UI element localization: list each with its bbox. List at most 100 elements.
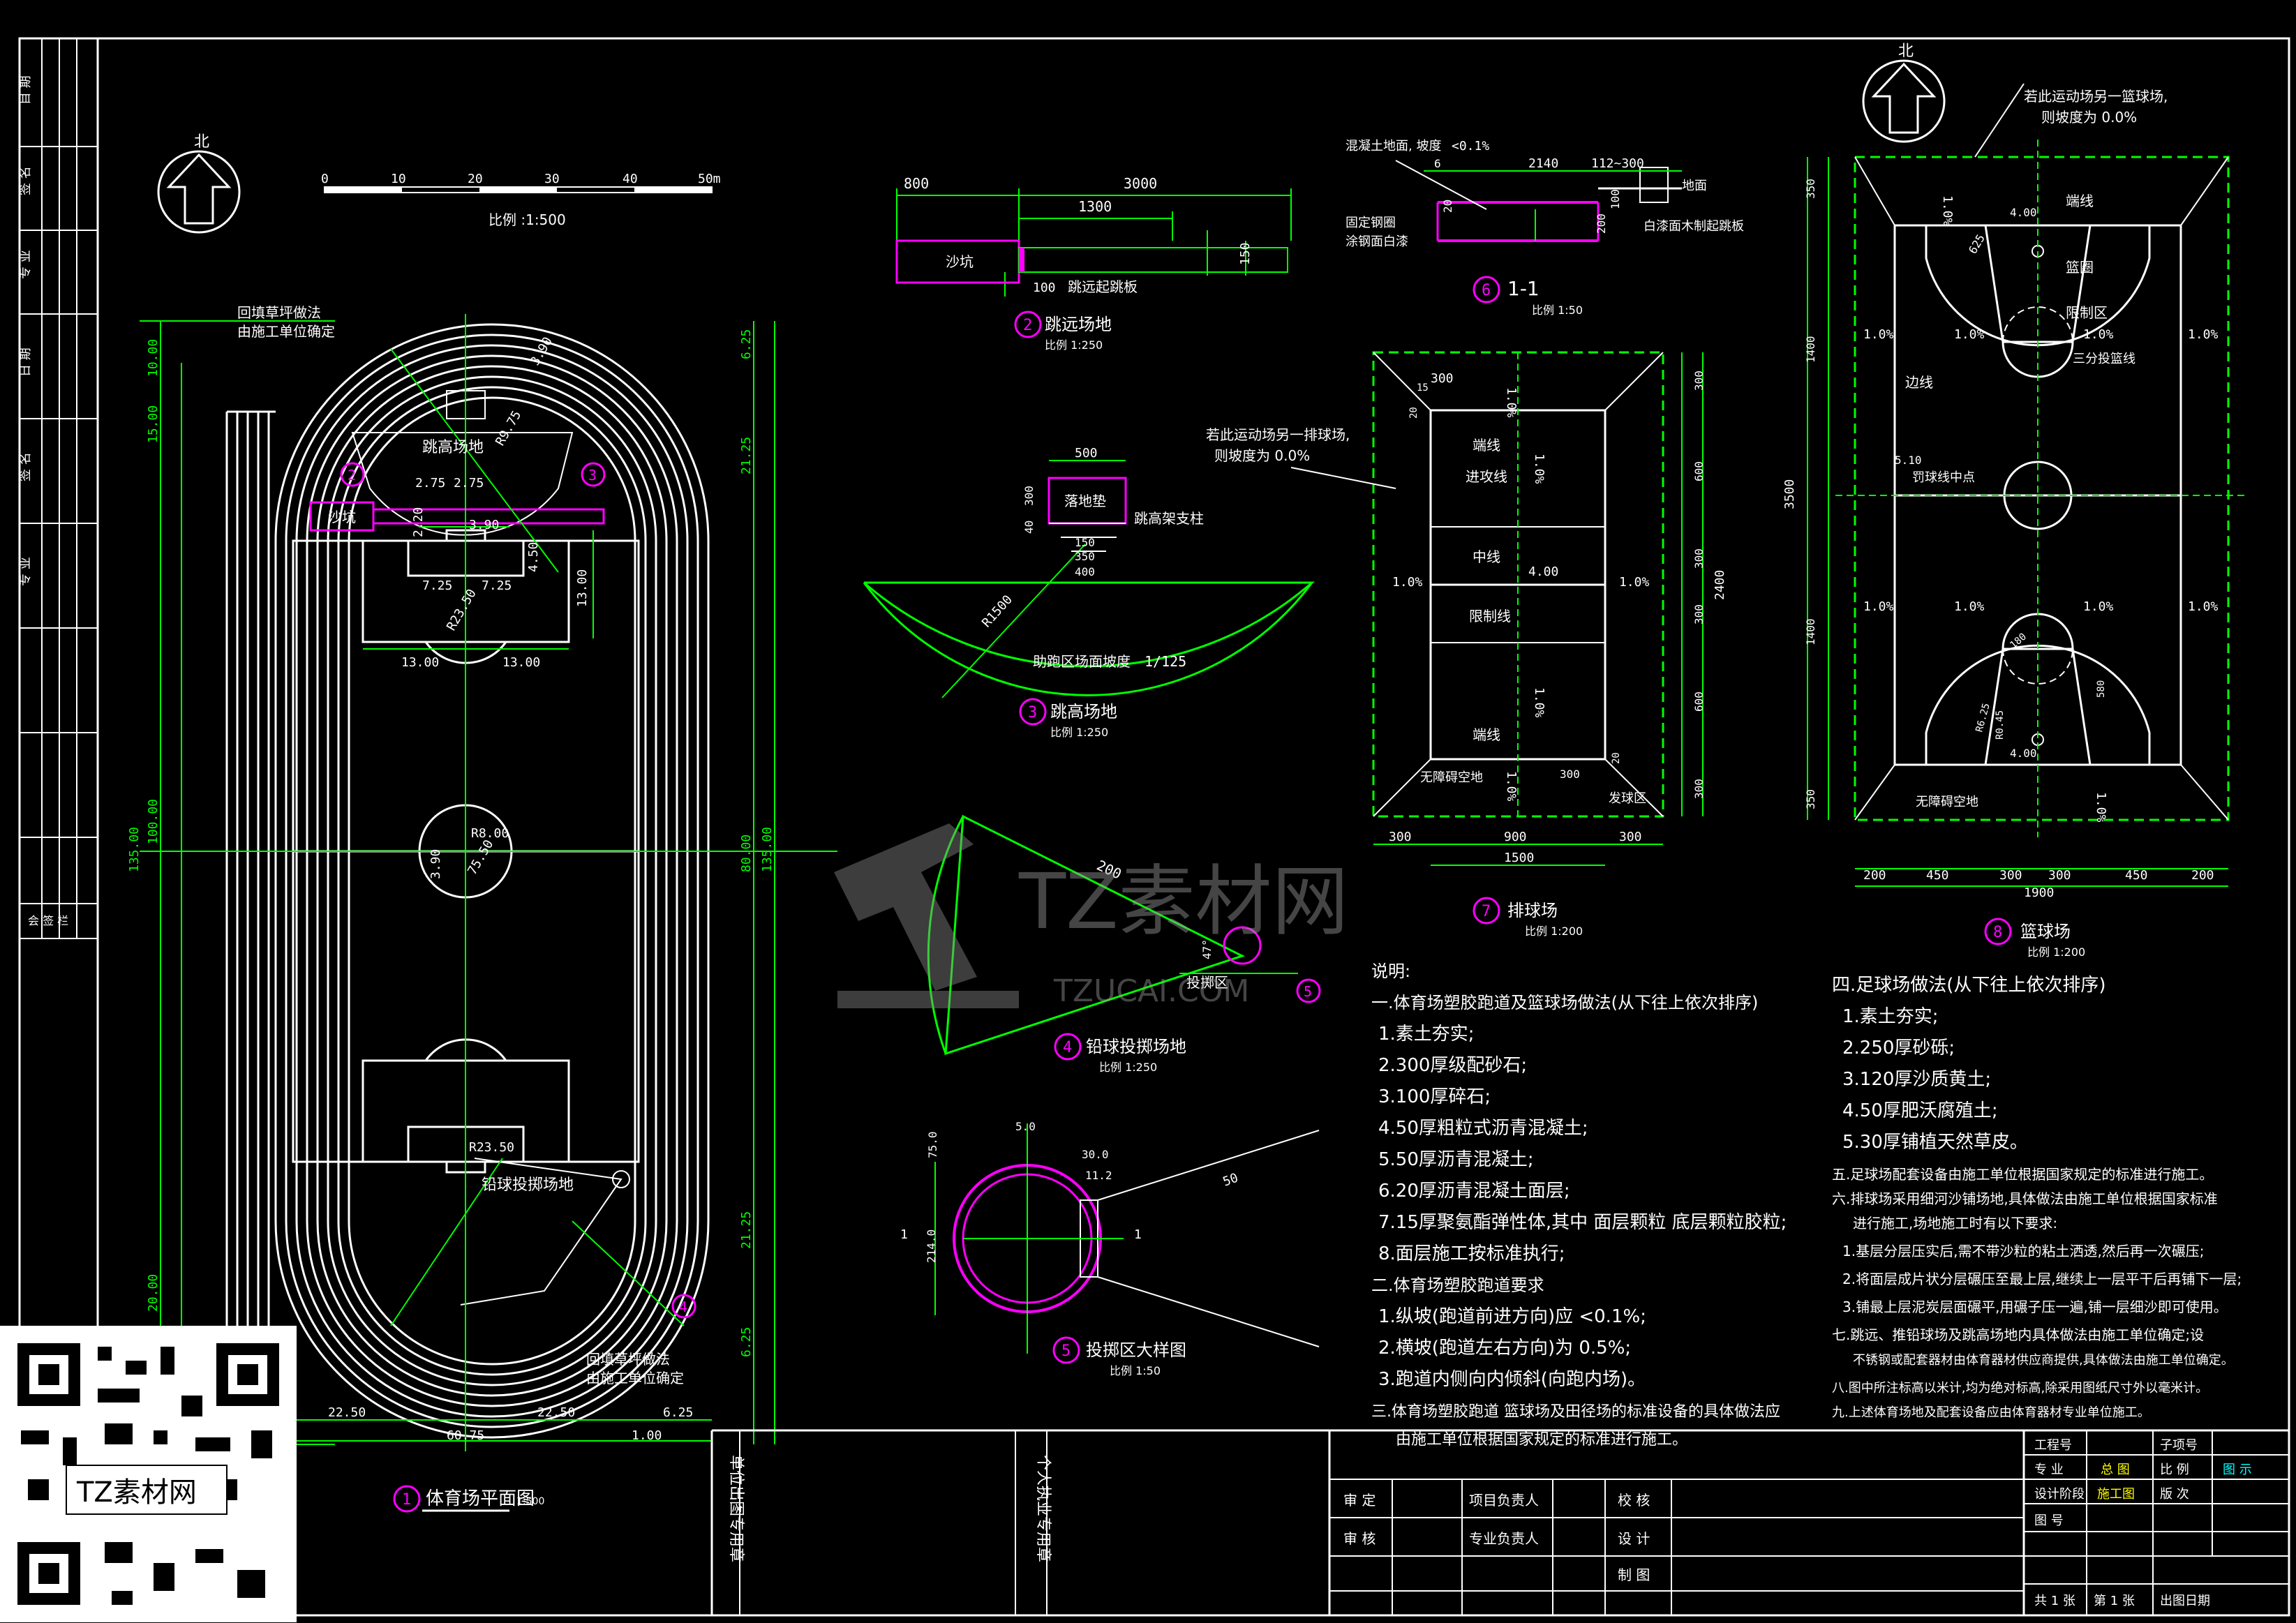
detail-long-jump: 800 3000 1300 100 150 沙坑 跳远起跳板 2 跳远场地 比例…: [895, 175, 1292, 352]
svg-text:30.0: 30.0: [1082, 1148, 1109, 1161]
svg-text:4.00: 4.00: [1528, 564, 1558, 579]
detail-high-jump: 500 300 40 150 350 400 R1500 落地垫 跳高架支柱 助…: [863, 446, 1315, 739]
svg-text:比例 1:200: 比例 1:200: [1525, 925, 1583, 938]
svg-text:3.跑道内侧向内倾斜(向跑内场)。: 3.跑道内侧向内倾斜(向跑内场)。: [1378, 1369, 1646, 1390]
svg-text:二.体育场塑胶跑道要求: 二.体育场塑胶跑道要求: [1371, 1276, 1544, 1295]
svg-text:2.75: 2.75: [454, 476, 484, 491]
svg-text:项目负责人: 项目负责人: [1469, 1492, 1539, 1509]
strip-label: 日 期: [18, 347, 33, 377]
countersign-strip: 目 期 签 名 专 业 日 期 签 名 专 业 会 签 栏: [18, 38, 98, 939]
svg-text:端线: 端线: [1473, 437, 1500, 454]
svg-text:300: 300: [1692, 548, 1706, 569]
svg-text:1.基层分层压实后,需不带沙粒的粘土洒透,然后再一次碾压;: 1.基层分层压实后,需不带沙粒的粘土洒透,然后再一次碾压;: [1842, 1243, 2205, 1259]
svg-text:沙坑: 沙坑: [946, 253, 974, 270]
svg-text:1: 1: [900, 1227, 908, 1242]
svg-text:30: 30: [544, 172, 560, 186]
svg-text:1.素土夯实;: 1.素土夯实;: [1378, 1024, 1475, 1045]
svg-text:一.体育场塑胶跑道及篮球场做法(从下往上依次排序): 一.体育场塑胶跑道及篮球场做法(从下往上依次排序): [1371, 993, 1758, 1012]
svg-text:出图日期: 出图日期: [2160, 1594, 2210, 1608]
svg-text:2.300厚级配砂石;: 2.300厚级配砂石;: [1378, 1055, 1527, 1076]
svg-text:则坡度为 0.0%: 则坡度为 0.0%: [2041, 109, 2137, 126]
svg-text:300: 300: [1560, 768, 1580, 781]
detail-throw-circle: 5.0 75.0 30.0 11.2 214.0 50 1 1 5 投掷区大样图…: [900, 1120, 1320, 1377]
scale-label: 比例 :1:500: [489, 211, 566, 228]
svg-text:限制线: 限制线: [1469, 608, 1511, 624]
svg-text:4.50: 4.50: [526, 542, 541, 572]
svg-text:跳远起跳板: 跳远起跳板: [1068, 278, 1138, 295]
svg-text:跳高场地: 跳高场地: [1050, 702, 1117, 721]
svg-text:篮圈: 篮圈: [2066, 259, 2094, 276]
svg-text:450: 450: [1926, 868, 1949, 883]
svg-text:1.0%: 1.0%: [1532, 687, 1546, 718]
svg-text:1.0%: 1.0%: [1940, 195, 1955, 226]
svg-text:4.50厚粗粒式沥青混凝土;: 4.50厚粗粒式沥青混凝土;: [1378, 1118, 1588, 1139]
svg-text:20.00: 20.00: [146, 1274, 161, 1312]
svg-text:不锈钢或配套器材由体育器材供应商提供,具体做法由施工单位确定: 不锈钢或配套器材由体育器材供应商提供,具体做法由施工单位确定。: [1853, 1353, 2234, 1368]
svg-text:6.25: 6.25: [739, 1327, 754, 1357]
svg-text:子项号: 子项号: [2160, 1438, 2198, 1453]
svg-text:版 次: 版 次: [2160, 1487, 2189, 1502]
svg-text:200: 200: [1863, 868, 1886, 883]
svg-text:1/125: 1/125: [1145, 653, 1186, 670]
svg-text:3.100厚碎石;: 3.100厚碎石;: [1378, 1086, 1491, 1107]
qr-code-icon: TZ素材网: [0, 1326, 297, 1622]
shotput-label: 铅球投掷场地: [482, 1176, 574, 1194]
svg-text:10.00: 10.00: [146, 339, 161, 377]
svg-text:15.00: 15.00: [146, 405, 161, 443]
svg-text:5.50厚沥青混凝土;: 5.50厚沥青混凝土;: [1378, 1149, 1534, 1170]
svg-text:2.将面层成片状分层碾压至最上层,继续上一层平干后再铺下一层: 2.将面层成片状分层碾压至最上层,继续上一层平干后再铺下一层;: [1842, 1271, 2242, 1287]
svg-text:2: 2: [348, 467, 356, 484]
svg-text:7.25: 7.25: [482, 578, 512, 593]
svg-text:1.0%: 1.0%: [2083, 327, 2114, 342]
svg-text:8: 8: [1993, 924, 2002, 941]
site-note-bottom2: 由施工单位确定: [586, 1370, 684, 1386]
svg-text:共 1 张: 共 1 张: [2034, 1594, 2075, 1608]
svg-text:工程号: 工程号: [2034, 1438, 2072, 1453]
site-plan-title: 1 体育场平面图 1:500: [393, 1485, 544, 1513]
svg-text:专 业: 专 业: [2034, 1463, 2064, 1477]
notes-left: 说明: 一.体育场塑胶跑道及篮球场做法(从下往上依次排序) 1.素土夯实; 2.…: [1371, 962, 1787, 1449]
site-callouts: 2 3 4: [340, 462, 696, 1319]
straight-lanes: [225, 410, 276, 1334]
svg-text:设计阶段: 设计阶段: [2034, 1487, 2085, 1502]
svg-text:则坡度为 0.0%: 则坡度为 0.0%: [1214, 447, 1310, 464]
svg-text:7.25: 7.25: [422, 578, 452, 593]
svg-text:580: 580: [2096, 680, 2107, 698]
svg-text:200: 200: [1595, 214, 1608, 234]
svg-text:2.75: 2.75: [415, 476, 445, 491]
svg-text:3: 3: [1028, 704, 1037, 721]
notes-right: 四.足球场做法(从下往上依次排序) 1.素土夯实; 2.250厚砂砾; 3.12…: [1832, 975, 2242, 1420]
svg-text:60.75: 60.75: [447, 1428, 484, 1443]
svg-text:300: 300: [1999, 868, 2022, 883]
svg-text:13.00: 13.00: [502, 655, 540, 670]
watermark: TZ素材网 TZUCAI.COM: [834, 823, 1349, 1009]
svg-text:40: 40: [623, 172, 638, 186]
svg-text:3500: 3500: [1782, 479, 1797, 509]
svg-text:九.上述体育场地及配套设备应由体育器材专业单位施工。: 九.上述体育场地及配套设备应由体育器材专业单位施工。: [1832, 1405, 2150, 1420]
svg-text:三.体育场塑胶跑道 篮球场及田径场的标准设备的具体做法应: 三.体育场塑胶跑道 篮球场及田径场的标准设备的具体做法应: [1371, 1403, 1780, 1421]
detail-section-1-1: 混凝土地面, 坡度 <0.1% 固定钢圈 涂钢面白漆 白漆面木制起跳板 地面 6…: [1345, 139, 1744, 317]
svg-text:6.25: 6.25: [663, 1405, 693, 1420]
site-note-top: 回填草坪做法: [237, 304, 321, 321]
svg-text:校 核: 校 核: [1618, 1492, 1650, 1509]
svg-text:1.0%: 1.0%: [1504, 771, 1519, 802]
svg-text:R8.00: R8.00: [471, 826, 509, 841]
svg-text:1.0%: 1.0%: [2094, 792, 2108, 823]
svg-text:112~300: 112~300: [1591, 156, 1644, 171]
svg-text:2400: 2400: [1713, 570, 1727, 600]
svg-text:135.00: 135.00: [127, 827, 142, 872]
svg-text:75.50: 75.50: [465, 837, 496, 877]
svg-text:1.0%: 1.0%: [2188, 327, 2219, 342]
svg-text:350: 350: [1804, 789, 1817, 809]
svg-text:300: 300: [1619, 830, 1642, 844]
svg-text:100.00: 100.00: [146, 799, 161, 844]
svg-text:2.横坡(跑道左右方向)为 0.5%;: 2.横坡(跑道左右方向)为 0.5%;: [1378, 1338, 1631, 1359]
svg-text:体育场平面图: 体育场平面图: [426, 1488, 535, 1509]
svg-text:20: 20: [1611, 752, 1622, 764]
svg-text:三分投篮线: 三分投篮线: [2073, 352, 2135, 366]
svg-text:固定钢圈: 固定钢圈: [1345, 216, 1396, 230]
svg-text:施工图: 施工图: [2097, 1487, 2135, 1502]
svg-text:混凝土地面, 坡度: 混凝土地面, 坡度: [1345, 139, 1441, 154]
svg-text:600: 600: [1692, 461, 1706, 481]
svg-text:0: 0: [321, 172, 329, 186]
